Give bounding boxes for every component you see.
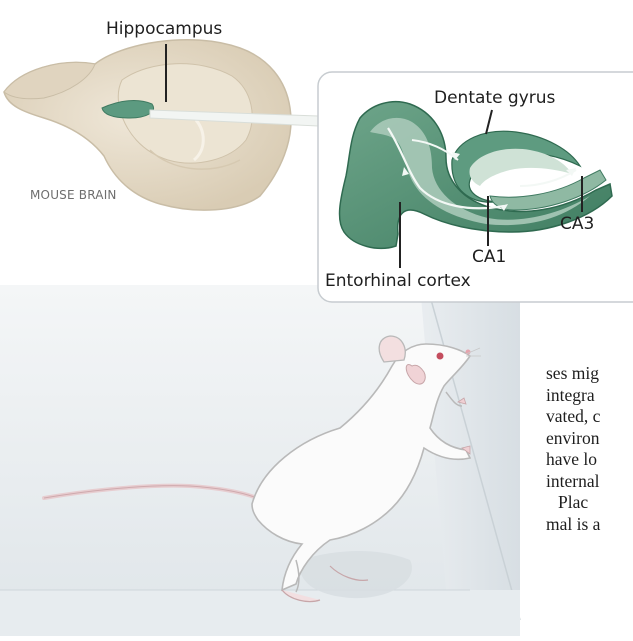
ca1-label: CA1 — [472, 247, 506, 267]
article-line: ses mig — [546, 363, 633, 385]
article-line: integra — [546, 385, 633, 407]
article-line: environ — [546, 428, 633, 450]
article-line: vated, c — [546, 406, 633, 428]
article-line: mal is a — [546, 514, 633, 536]
mouse-brain — [4, 40, 291, 210]
mouse-brain-label: MOUSE BRAIN — [30, 188, 117, 202]
entorhinal-cortex-label: Entorhinal cortex — [325, 271, 471, 291]
ca3-label: CA3 — [560, 214, 594, 234]
article-line: have lo — [546, 449, 633, 471]
room-enclosure — [0, 285, 520, 636]
article-line: internal — [546, 471, 633, 493]
hippocampus-label: Hippocampus — [106, 19, 222, 39]
article-line: Plac — [546, 492, 633, 514]
dentate-gyrus-label: Dentate gyrus — [434, 88, 555, 108]
article-text-fragment: ses mig integra vated, c environ have lo… — [546, 363, 633, 636]
